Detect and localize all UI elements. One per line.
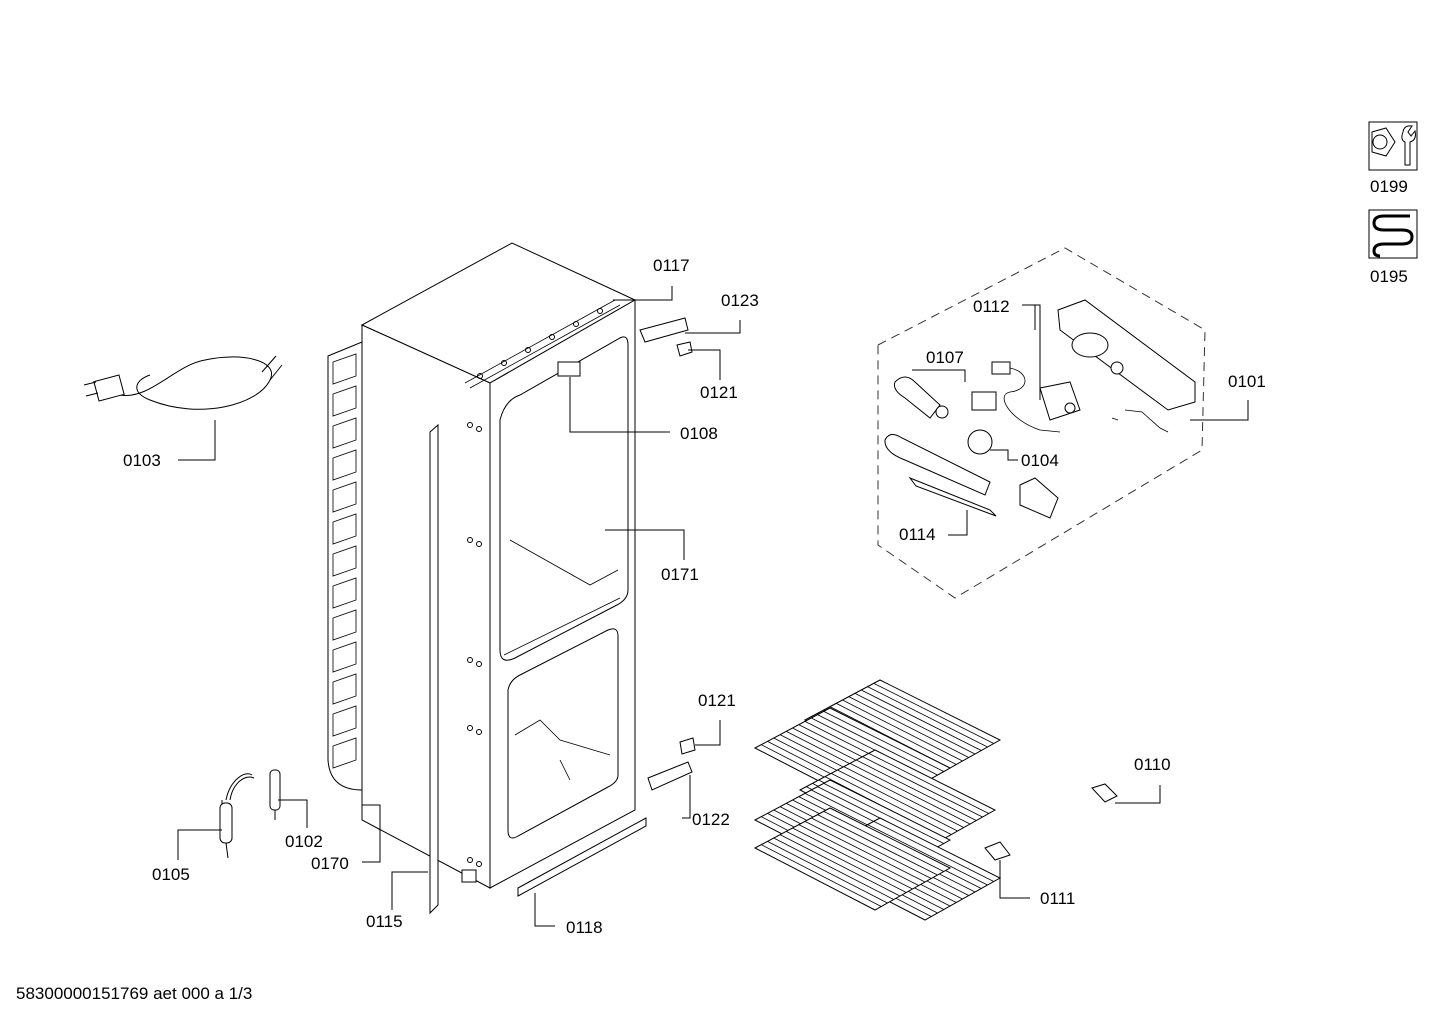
heating-coil-icon	[1368, 209, 1418, 259]
callout-0121-bottom: 0121	[698, 691, 736, 710]
callout-0110: 0110	[1134, 755, 1171, 774]
switch-part	[557, 361, 581, 377]
hinge-bracket-bottom-part	[647, 761, 693, 791]
callout-0170: 0170	[311, 854, 349, 873]
callout-0108: 0108	[680, 424, 718, 443]
callout-0112: 0112	[973, 297, 1010, 316]
callout-0103: 0103	[123, 451, 161, 470]
callout-0117: 0117	[653, 256, 690, 275]
pin-bottom-part	[679, 737, 696, 755]
callout-0102: 0102	[285, 832, 323, 851]
bottom-strip-part	[517, 817, 647, 897]
hinge-bracket-top-part	[639, 317, 689, 343]
callout-0114: 0114	[899, 525, 936, 544]
callout-0121-top: 0121	[700, 383, 738, 402]
sensor-part	[269, 769, 281, 820]
callout-0107: 0107	[926, 348, 964, 367]
drawing-reference-footer: 58300000151769 aet 000 a 1/3	[16, 984, 252, 1003]
clip-part-0110	[1091, 783, 1118, 803]
tools-wrench-icon	[1368, 121, 1418, 171]
leader-lines	[177, 286, 1249, 927]
callout-0115: 0115	[366, 912, 403, 931]
clip-part-0111	[984, 841, 1011, 861]
wire-shelves-part	[753, 679, 1002, 921]
seal-strip-part	[429, 423, 439, 915]
callout-0105: 0105	[152, 865, 190, 884]
cabinet-housing-part	[327, 242, 637, 889]
kit-outline	[877, 247, 1206, 599]
legend-label-0199: 0199	[1370, 177, 1408, 196]
callout-0101: 0101	[1228, 372, 1266, 391]
callout-0122: 0122	[692, 810, 730, 829]
kit-components	[884, 299, 1196, 519]
callout-0118: 0118	[566, 918, 603, 937]
capillary-part	[219, 773, 255, 859]
callout-0111: 0111	[1040, 889, 1075, 908]
callout-0171: 0171	[661, 565, 699, 584]
legend-label-0195: 0195	[1370, 267, 1408, 286]
power-cord-part	[83, 355, 283, 410]
callout-0123: 0123	[721, 291, 759, 310]
pin-top-part	[676, 341, 693, 357]
callout-0104: 0104	[1021, 451, 1059, 470]
